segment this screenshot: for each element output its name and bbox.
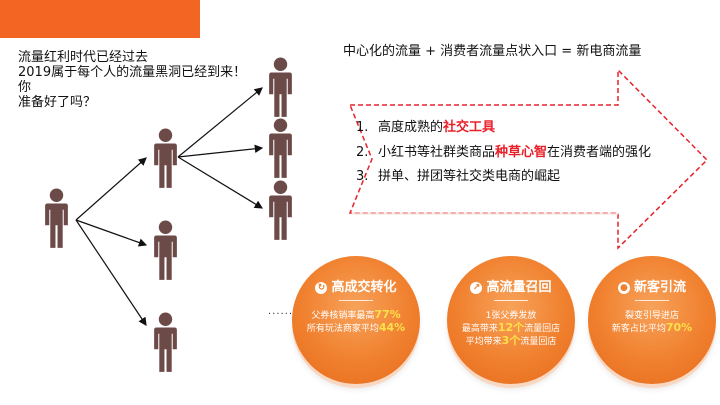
circle-line: 裂变引导进店 xyxy=(624,311,679,321)
circle-new-customers: ●新客引流 裂变引导进店 新客占比平均70% xyxy=(588,256,716,384)
trend-icon: ↗ xyxy=(470,282,483,294)
circle-high-conversion: ↻高成交转化 父券核销率最高77% 所有玩法商家平均44% xyxy=(292,256,420,384)
person-icon xyxy=(269,180,292,240)
refresh-icon: ↻ xyxy=(315,282,328,294)
person-icon xyxy=(269,57,292,117)
connector-line xyxy=(177,144,264,158)
big-dashed-arrow xyxy=(348,68,709,250)
divider xyxy=(494,300,528,301)
user-icon: ● xyxy=(617,282,630,294)
top-accent-bar xyxy=(0,0,200,38)
person-icon xyxy=(154,220,177,280)
circle-line: 父券核销率最高77% xyxy=(311,308,401,322)
person-icon xyxy=(45,188,68,248)
intro-text: 流量红利时代已经过去 2019属于每个人的流量黑洞已经到来！ 你 准备好了吗？ xyxy=(18,50,246,110)
circle-line: 平均带来3个流量回店 xyxy=(465,334,557,348)
point-item: 3.拼单、拼团等社交类电商的崛起 xyxy=(356,169,561,184)
divider xyxy=(635,300,669,301)
person-icon xyxy=(154,128,177,188)
arrow-shadow xyxy=(352,212,618,215)
intro-line: 准备好了吗？ xyxy=(18,95,97,110)
person-icon xyxy=(154,312,177,372)
intro-line: 2019属于每个人的流量黑洞已经到来！ xyxy=(18,65,247,80)
ellipsis-dots: ...... xyxy=(268,306,294,317)
intro-line: 你 xyxy=(18,80,32,95)
point-item: 1.高度成熟的社交工具 xyxy=(356,120,496,135)
connector-line xyxy=(75,219,147,326)
circle-line: 1张父券发放 xyxy=(485,311,537,321)
connector-line xyxy=(177,156,264,209)
connector-line xyxy=(75,219,148,247)
formula-heading: 中心化的流量 + 消费者流量点状入口 = 新电商流量 xyxy=(343,44,642,59)
divider xyxy=(339,300,373,301)
intro-line: 流量红利时代已经过去 xyxy=(18,50,149,65)
connector-line xyxy=(177,87,263,158)
circle-line: 新客占比平均70% xyxy=(611,321,693,335)
circle-traffic-recall: ↗高流量召回 1张父券发放 最高带来12个流量回店 平均带来3个流量回店 xyxy=(447,256,575,384)
connector-line xyxy=(75,157,147,221)
circle-line: 最高带来12个流量回店 xyxy=(461,321,561,335)
point-item: 2.小红书等社群类商品种草心智在消费者端的强化 xyxy=(356,145,652,160)
circle-line: 所有玩法商家平均44% xyxy=(306,321,406,335)
person-icon xyxy=(269,118,292,178)
